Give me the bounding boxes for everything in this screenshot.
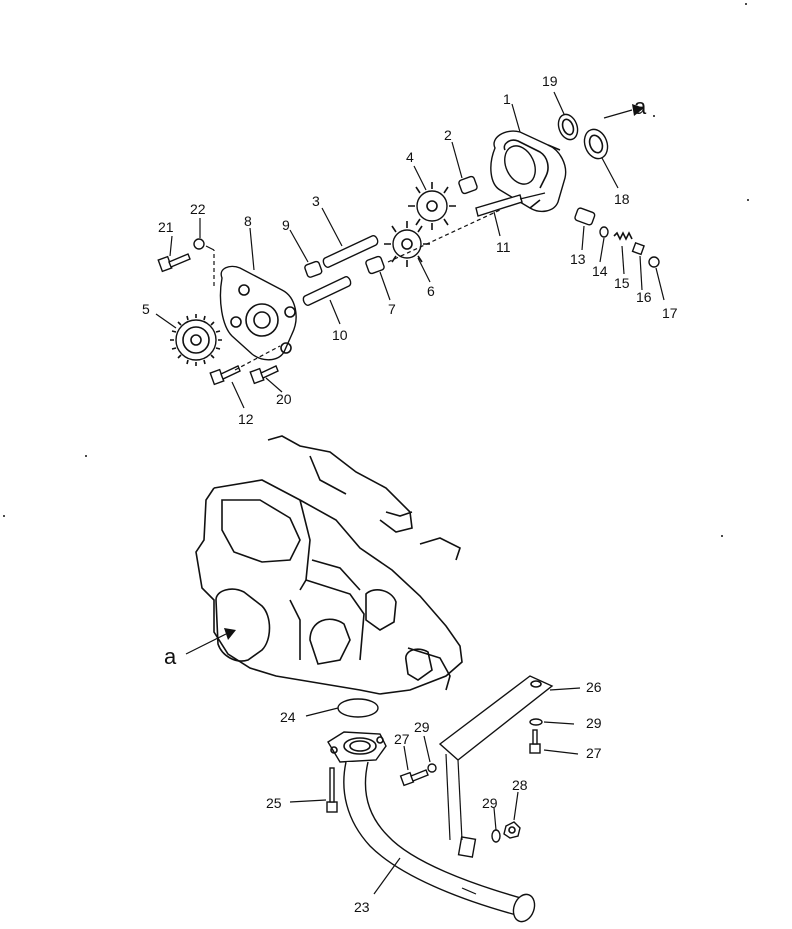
leader-lines [155,91,665,895]
bolt-25 [326,767,338,813]
seal-18 [583,128,609,160]
bolt-12 [209,365,241,386]
callout-25: 25 [266,795,282,811]
bushing-7 [365,255,385,275]
callout-2: 2 [444,127,452,143]
callout-26: 26 [586,679,602,695]
relief-valve-parts [574,207,660,268]
bushing-2 [458,175,478,195]
scan-dots [3,3,749,537]
callout-11: 11 [496,239,511,255]
washer-29-left [427,763,437,773]
callout-7: 7 [388,301,396,317]
callout-14: 14 [592,263,608,279]
drive-gear-5 [170,314,222,366]
callout-numbers: 1 2 3 4 5 6 7 8 9 10 11 12 13 14 15 16 1… [142,73,678,915]
suction-pipe-23 [327,731,536,923]
shaft-10 [302,276,352,306]
callout-27-right: 27 [586,745,602,761]
pump-housing [490,130,567,213]
callout-21: 21 [158,219,174,235]
callout-8: 8 [244,213,252,229]
nut-28 [503,821,521,839]
view-arrow-a-top: a [603,94,647,119]
callout-5: 5 [142,301,150,317]
engine-block [195,435,463,695]
bolt-21 [157,253,191,273]
shaft-3 [322,235,379,268]
view-label-a-top: a [634,94,647,119]
view-label-a-bottom: a [164,644,177,669]
callout-22: 22 [190,201,206,217]
callout-29-right: 29 [586,715,602,731]
callout-4: 4 [406,149,414,165]
washer-29-bottom [491,829,501,843]
callout-20: 20 [276,391,292,407]
view-arrow-a-bottom: a [164,628,236,669]
bolt-20 [249,365,279,385]
callout-13: 13 [570,251,586,267]
callout-28: 28 [512,777,528,793]
seal-19 [557,113,579,141]
assembly-centerlines [205,209,501,371]
callout-17: 17 [662,305,678,321]
callout-18: 18 [614,191,630,207]
gear-6 [384,221,430,267]
washer-22 [193,238,205,250]
callout-15: 15 [614,275,630,291]
callout-23: 23 [354,899,370,915]
callout-27-left: 27 [394,731,410,747]
callout-10: 10 [332,327,348,343]
callout-24: 24 [280,709,296,725]
callout-3: 3 [312,193,320,209]
pump-cover-8 [219,265,297,361]
callout-1: 1 [503,91,511,107]
gear-4 [408,182,456,230]
callout-16: 16 [636,289,652,305]
callout-29-left: 29 [414,719,430,735]
callout-12: 12 [238,411,254,427]
bolt-27-right [529,729,541,754]
washer-29-right [529,718,543,726]
callout-29-bottom: 29 [482,795,498,811]
callout-9: 9 [282,217,290,233]
callout-6: 6 [427,283,435,299]
shaft-11 [475,192,546,217]
o-ring-24 [337,698,379,718]
bushing-9 [304,260,323,278]
callout-19: 19 [542,73,558,89]
bolt-27-left [399,769,429,787]
stay-26 [438,675,554,841]
